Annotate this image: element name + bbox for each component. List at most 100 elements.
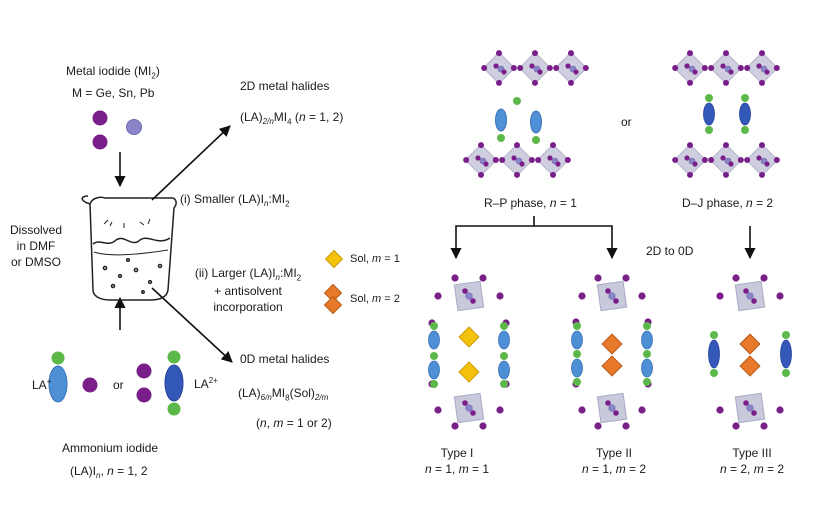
solvent-molecule bbox=[458, 326, 480, 348]
la-2plus-cation bbox=[136, 350, 184, 416]
iodide-atom bbox=[687, 50, 693, 57]
ammonium-group bbox=[741, 126, 749, 134]
iodide-atom bbox=[613, 410, 619, 416]
iodide-atom bbox=[510, 65, 517, 71]
iodide-atom bbox=[751, 298, 757, 304]
solvent-molecule bbox=[601, 333, 623, 355]
beaker-icon bbox=[81, 195, 177, 301]
iodide-sphere bbox=[82, 377, 98, 393]
iodide-atom bbox=[708, 157, 715, 163]
la-plus-cation bbox=[48, 351, 68, 403]
iodide-atom bbox=[532, 79, 538, 86]
iodide-atom bbox=[553, 65, 560, 71]
sol-m1-diamond bbox=[324, 249, 344, 269]
organic-cation bbox=[571, 358, 583, 378]
metal-sphere bbox=[126, 119, 142, 135]
iodide-atom bbox=[622, 422, 630, 430]
ammonium-group bbox=[513, 97, 521, 105]
sol-m1-label: Sol, m = 1 bbox=[350, 253, 400, 265]
iodide-atom bbox=[479, 422, 487, 430]
iodide-atom bbox=[451, 422, 459, 430]
organic-cation bbox=[641, 358, 653, 378]
iodide-atom bbox=[514, 171, 520, 178]
iodide-atom bbox=[594, 274, 602, 282]
metal-atom bbox=[465, 404, 473, 412]
branch-arrows bbox=[450, 216, 756, 260]
type3-condition: n = 2, m = 2 bbox=[720, 462, 785, 476]
iodide-atom bbox=[720, 63, 726, 69]
iodide-atom bbox=[605, 288, 611, 294]
iodide-atom bbox=[723, 142, 729, 149]
phase-or-label: or bbox=[621, 115, 632, 129]
iodide-atom bbox=[720, 155, 726, 161]
ammonium-group bbox=[430, 322, 438, 330]
ammonium-group bbox=[573, 350, 581, 358]
iodide-atom bbox=[744, 65, 751, 71]
iodide-atom bbox=[496, 50, 502, 57]
iodide-atom bbox=[737, 65, 744, 71]
larger-condition: (ii) Larger (LA)In:MI2 + antisolvent inc… bbox=[194, 266, 302, 314]
crystal-structures bbox=[428, 50, 792, 430]
ammonium-group bbox=[705, 126, 713, 134]
iodide-atom bbox=[478, 171, 484, 178]
ammonium-formula: (LA)In, n = 1, 2 bbox=[70, 464, 148, 481]
iodide-atom bbox=[756, 155, 762, 161]
iodide-atom bbox=[776, 406, 784, 414]
iodide-atom bbox=[638, 406, 646, 414]
iodide-atom bbox=[493, 63, 499, 69]
metal-iodide-title: Metal iodide (MI2) bbox=[66, 64, 160, 81]
iodide-atom bbox=[594, 422, 602, 430]
iodide-atom bbox=[672, 65, 679, 71]
iodide-atom bbox=[470, 298, 476, 304]
iodide-atom bbox=[638, 292, 646, 300]
metal-atom bbox=[608, 292, 616, 300]
organic-cation bbox=[530, 110, 542, 134]
iodide-atom bbox=[760, 274, 768, 282]
organic-cation bbox=[428, 330, 440, 350]
iodide-atom bbox=[475, 155, 481, 161]
ammonium-group bbox=[705, 94, 713, 102]
iodide-atom bbox=[759, 142, 765, 149]
iodide-atom bbox=[479, 274, 487, 282]
iodide-atom bbox=[496, 79, 502, 86]
organic-cation bbox=[428, 360, 440, 380]
or-label: or bbox=[113, 378, 124, 392]
ammonium-group bbox=[741, 94, 749, 102]
iodide-atom bbox=[462, 400, 468, 406]
ammonium-group bbox=[643, 322, 651, 330]
iodide-atom bbox=[728, 69, 734, 75]
organic-cation bbox=[498, 330, 510, 350]
iodide-atom bbox=[684, 155, 690, 161]
iodide-atom bbox=[519, 161, 525, 167]
ammonium-group bbox=[643, 350, 651, 358]
iodide-atom bbox=[613, 298, 619, 304]
iodide-atom bbox=[546, 65, 553, 71]
iodide-atom bbox=[434, 406, 442, 414]
iodide-atom bbox=[773, 157, 780, 163]
2d-to-0d-label: 2D to 0D bbox=[646, 244, 694, 258]
ammonium-group bbox=[643, 378, 651, 386]
iodide-atom bbox=[462, 288, 468, 294]
solvent-molecule bbox=[739, 333, 761, 355]
iodide-atom bbox=[773, 65, 780, 71]
metal-atom bbox=[746, 292, 754, 300]
iodide-atom bbox=[550, 171, 556, 178]
type1-label: Type I bbox=[440, 446, 474, 460]
organic-cation bbox=[739, 102, 751, 126]
iodide-atom bbox=[496, 406, 504, 414]
sol-m2-diamond-bottom bbox=[323, 295, 343, 315]
iodide-atom bbox=[605, 400, 611, 406]
iodide-atom bbox=[568, 79, 574, 86]
iodide-atom bbox=[723, 171, 729, 178]
organic-cation bbox=[780, 339, 792, 369]
iodide-atom bbox=[692, 69, 698, 75]
iodide-atom bbox=[573, 69, 579, 75]
organic-cation bbox=[641, 330, 653, 350]
iodide-atom bbox=[764, 161, 770, 167]
ammonium-group bbox=[710, 331, 718, 339]
type3-label: Type III bbox=[732, 446, 772, 460]
iodide-atom bbox=[511, 155, 517, 161]
iodide-atom bbox=[687, 142, 693, 149]
iodide-atom bbox=[759, 50, 765, 57]
